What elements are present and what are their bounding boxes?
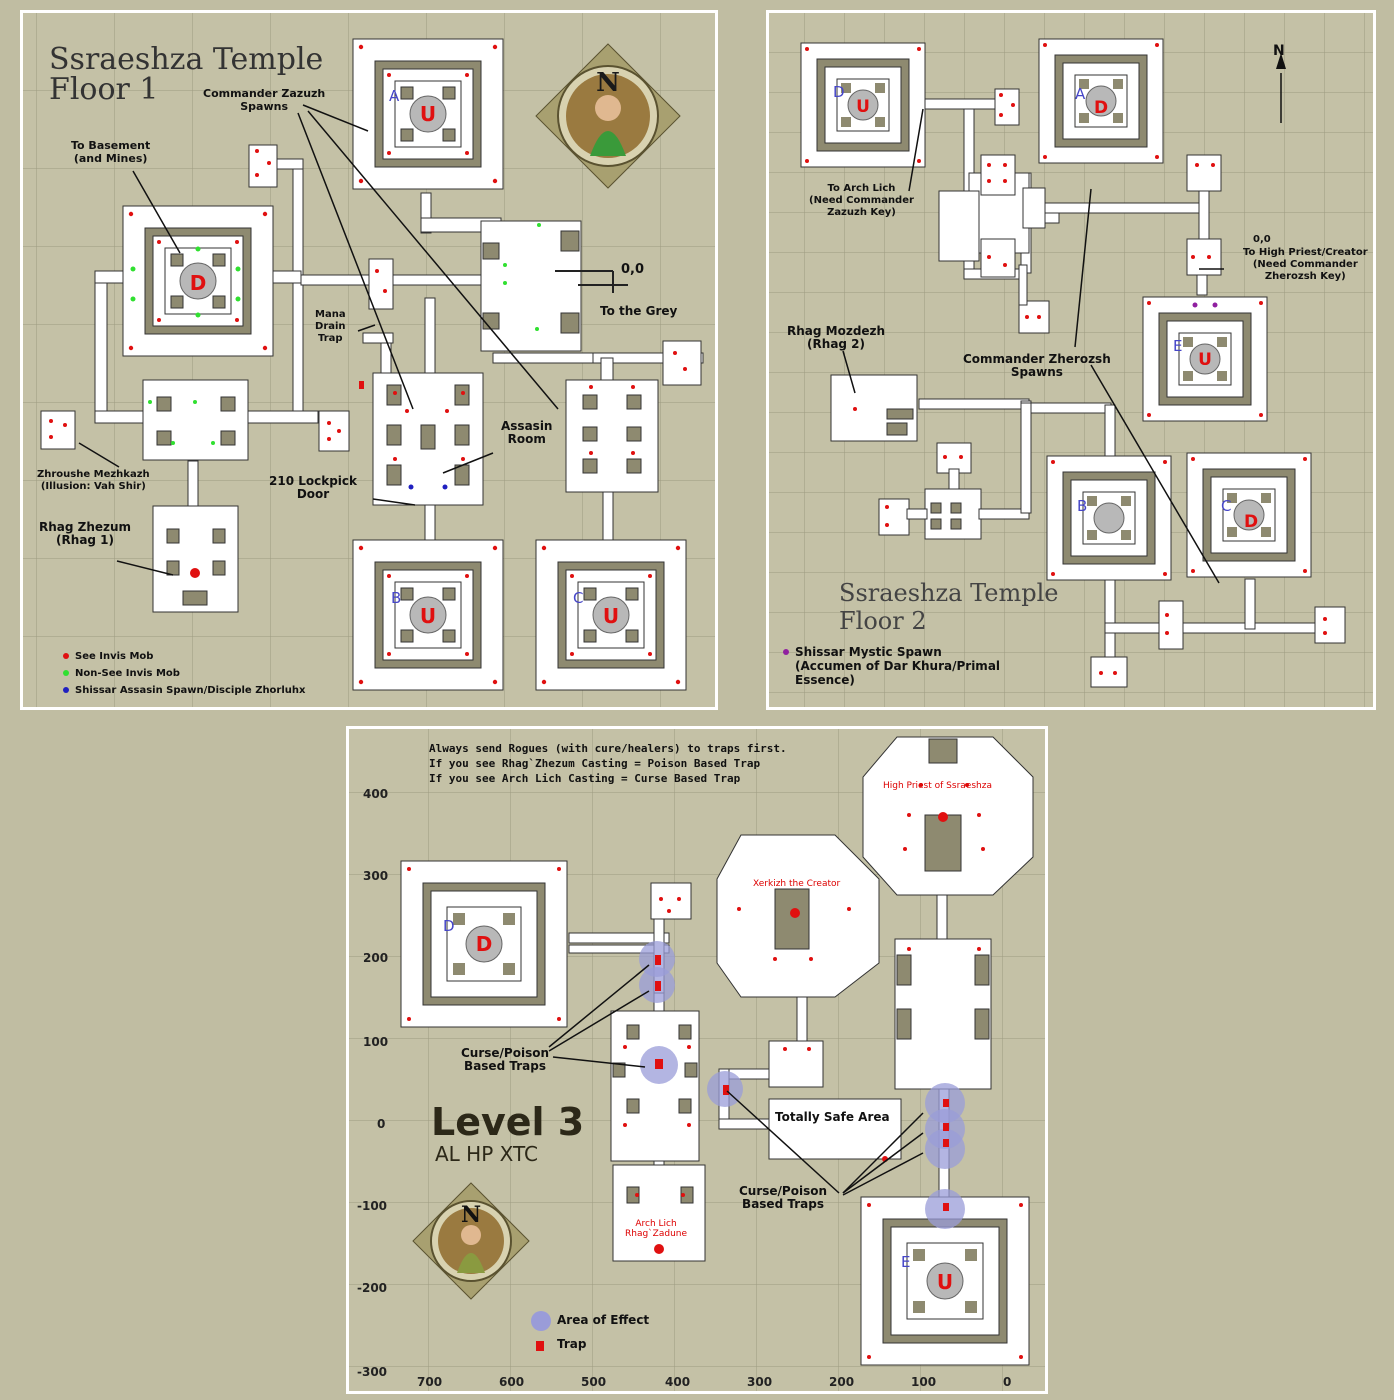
y-axis-300: 300 [363, 869, 389, 883]
room-letter-e2: E [1173, 337, 1183, 355]
y-axis-400: 400 [363, 787, 389, 801]
marker-u-a: U [420, 102, 436, 126]
label-traps-left: Curse/Poison Based Traps [461, 1046, 550, 1073]
room-letter-a2: A [1075, 85, 1086, 103]
label-traps-right: Curse/Poison Based Traps [739, 1184, 828, 1211]
svg-text:D: D [190, 271, 207, 295]
level3-legend-aoe: Area of Effect [557, 1313, 650, 1327]
floor1-map-panel: U D U U [20, 10, 718, 710]
label-commander-zherozsh: Commander Zherozsh Spawns [963, 352, 1111, 379]
level3-legend-trap: Trap [557, 1337, 587, 1351]
label-coord-origin-2: 0,0 [1253, 234, 1271, 245]
label-assasin-room: Assasin Room [501, 419, 553, 446]
x-axis-400: 400 [665, 1375, 691, 1389]
x-axis-600: 600 [499, 1375, 525, 1389]
floor1-legend-non-see-invis: Non-See Invis Mob [63, 668, 180, 679]
label-to-the-grey: To the Grey [600, 304, 678, 318]
label-rhag-zhezum: Rhag Zhezum (Rhag 1) [39, 520, 132, 547]
svg-text:U: U [856, 97, 870, 117]
floor1-title: Ssraeshza Temple Floor 1 [49, 42, 324, 107]
label-to-high-priest: To High Priest/Creator (Need Commander Z… [1243, 247, 1368, 282]
level3-map-panel: D U [346, 726, 1048, 1394]
level3-compass-n: N [461, 1202, 482, 1228]
level3-notes: Always send Rogues (with cure/healers) t… [429, 742, 787, 785]
room-letter-a: A [389, 87, 400, 105]
label-to-arch-lich: To Arch Lich (Need Commander Zazuzh Key) [809, 183, 914, 218]
floor1-legend-see-invis: See Invis Mob [63, 651, 153, 662]
room-letter-c: C [573, 589, 584, 607]
x-axis-200: 200 [829, 1375, 855, 1389]
y-axis-200: 200 [363, 951, 389, 965]
svg-text:D: D [1094, 98, 1108, 118]
floor1-legend-assasin: Shissar Assasin Spawn/Disciple Zhorluhx [63, 685, 305, 696]
room-letter-b2: B [1077, 497, 1088, 515]
label-coord-origin: 0,0 [621, 262, 645, 277]
label-lockpick-door: 210 Lockpick Door [269, 474, 358, 501]
label-zhroushe: Zhroushe Mezhkazh (Illusion: Vah Shir) [37, 469, 150, 492]
y-axis-100: 100 [363, 1035, 389, 1049]
svg-text:U: U [603, 604, 619, 628]
floor2-map-drawing: U D U D [769, 13, 1373, 707]
room-letter-d3: D [443, 917, 455, 935]
x-axis-500: 500 [581, 1375, 607, 1389]
label-to-basement: To Basement (and Mines) [71, 139, 151, 165]
room-letter-b: B [391, 589, 402, 607]
y-axis-neg100: -100 [357, 1199, 388, 1213]
x-axis-100: 100 [911, 1375, 937, 1389]
room-letter-c2: C [1221, 497, 1232, 515]
svg-text:N: N [596, 68, 620, 98]
label-xerkizh: Xerkizh the Creator [753, 879, 841, 889]
floor1-map-drawing: U D U U [23, 13, 715, 707]
floor2-map-panel: U D U D N To Arch Lich (N [766, 10, 1376, 710]
svg-text:U: U [937, 1270, 953, 1294]
label-rhag-mozdezh: Rhag Mozdezh (Rhag 2) [787, 324, 886, 351]
y-axis-neg300: -300 [357, 1365, 388, 1379]
svg-text:D: D [1244, 512, 1258, 532]
label-high-priest: High Priest of Ssraeshza [883, 781, 992, 791]
floor2-legend-mystic: Shissar Mystic Spawn (Accumen of Dar Khu… [783, 645, 1000, 687]
room-letter-d2: D [833, 83, 845, 101]
level3-map-drawing: D U [349, 729, 1045, 1391]
svg-text:U: U [420, 604, 436, 628]
level3-title: Level 3 [431, 1100, 585, 1144]
label-mana-drain-trap: Mana Drain Trap [315, 309, 346, 344]
level3-subtitle: AL HP XTC [435, 1142, 538, 1166]
floor2-title: Ssraeshza Temple Floor 2 [839, 579, 1059, 635]
x-axis-300: 300 [747, 1375, 773, 1389]
floor2-compass-n: N [1273, 43, 1285, 59]
floor1-compass [535, 43, 681, 189]
y-axis-neg200: -200 [357, 1281, 388, 1295]
label-commander-zazuzh: Commander Zazuzh Spawns [203, 87, 326, 113]
svg-text:D: D [476, 932, 493, 956]
label-arch-lich: Arch Lich Rhag`Zadune [625, 1219, 688, 1239]
x-axis-700: 700 [417, 1375, 443, 1389]
label-safe-area: Totally Safe Area [775, 1110, 890, 1124]
room-letter-e3: E [901, 1253, 911, 1271]
x-axis-0: 0 [1003, 1375, 1012, 1389]
svg-text:U: U [1198, 350, 1212, 370]
y-axis-0: 0 [377, 1117, 386, 1131]
